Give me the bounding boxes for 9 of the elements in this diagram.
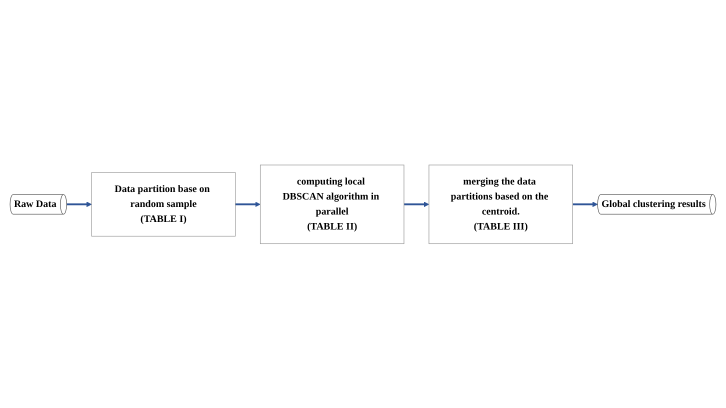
arrow <box>404 201 430 207</box>
arrow <box>235 201 261 207</box>
node-box: merging the data partitions based on the centroid. (TABLE III) <box>428 164 573 244</box>
node-text: Raw Data <box>14 198 56 209</box>
arrow <box>572 201 598 207</box>
node-text: Global clustering results <box>602 198 706 209</box>
node-box: computing local DBSCAN algorithm in parallel (TABLE II) <box>260 164 404 244</box>
arrow <box>66 201 92 207</box>
node-box: Data partition base on random sample (TABLE I) <box>91 172 236 236</box>
